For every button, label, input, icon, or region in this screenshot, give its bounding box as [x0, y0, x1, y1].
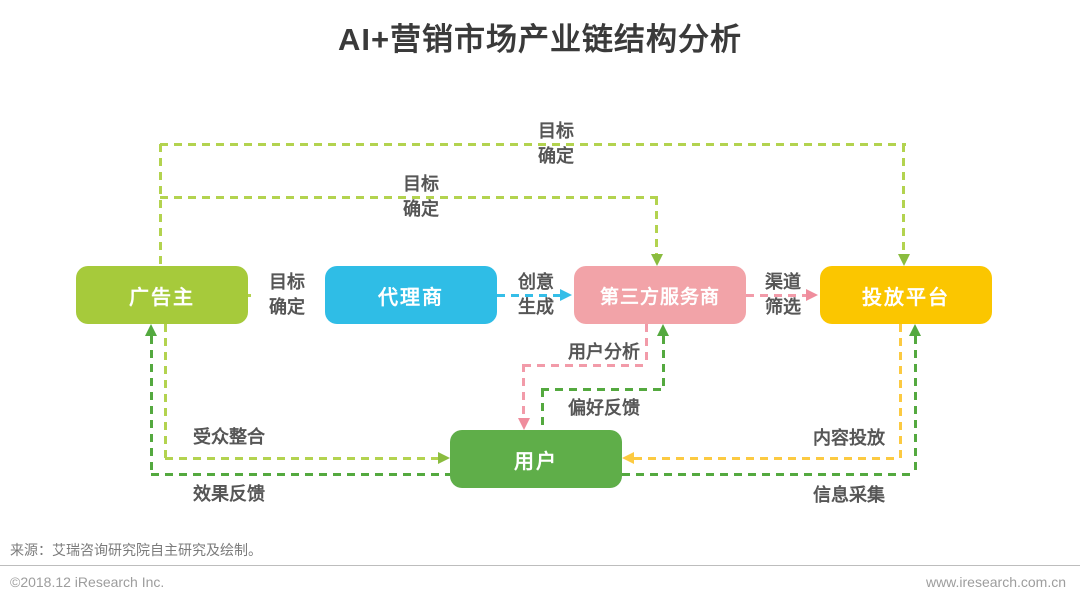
node-platform: 投放平台: [820, 266, 992, 324]
edge-segment: [622, 473, 915, 476]
edge-label-line: 筛选: [765, 297, 801, 317]
arrowhead-left-icon: [622, 452, 634, 464]
arrowhead-down-icon: [898, 254, 910, 266]
edge-label-creative: 创意 生成: [500, 270, 572, 320]
edge-segment: [902, 144, 905, 254]
edge-segment: [914, 336, 917, 474]
arrowhead-down-icon: [651, 254, 663, 266]
edge-label-line: 确定: [403, 199, 439, 219]
edge-label-preference-feedback: 偏好反馈: [568, 398, 640, 418]
edge-label-info-collection: 信息采集: [813, 485, 885, 505]
source-note: 来源：艾瑞咨询研究院自主研究及绘制。: [10, 542, 262, 558]
node-agency-label: 代理商: [378, 286, 444, 309]
node-user: 用户: [450, 430, 622, 488]
node-platform-label: 投放平台: [862, 286, 950, 309]
edge-segment: [160, 143, 906, 146]
edge-segment: [541, 389, 544, 430]
node-advertiser-label: 广告主: [129, 286, 195, 309]
arrowhead-right-icon: [806, 289, 818, 301]
edge-label-user-analysis: 用户分析: [568, 342, 640, 362]
node-third-party: 第三方服务商: [574, 266, 746, 324]
arrowhead-right-icon: [560, 289, 572, 301]
edge-label-goal-mid: 目标 确定: [385, 172, 457, 222]
arrowhead-down-icon: [518, 418, 530, 430]
edge-segment: [541, 388, 664, 391]
edge-label-content-delivery: 内容投放: [813, 428, 885, 448]
copyright-text: ©2018.12 iResearch Inc.: [10, 574, 165, 590]
edge-label-line: 生成: [518, 297, 554, 317]
edge-segment: [746, 294, 806, 297]
edge-segment: [150, 336, 153, 474]
edge-label-effect-feedback: 效果反馈: [193, 484, 265, 504]
edge-segment: [662, 336, 665, 389]
edge-label-goal-left: 目标 确定: [251, 270, 323, 320]
edge-segment: [165, 457, 438, 460]
edge-label-line: 目标: [403, 174, 439, 194]
website-url: www.iresearch.com.cn: [925, 574, 1066, 590]
edge-label-audience-integration: 受众整合: [193, 427, 265, 447]
edge-segment: [634, 457, 900, 460]
edge-label-line: 创意: [518, 272, 554, 292]
edge-segment: [899, 324, 902, 458]
arrowhead-right-icon: [438, 452, 450, 464]
edge-label-channel: 渠道 筛选: [747, 270, 819, 320]
edge-segment: [151, 473, 450, 476]
arrowhead-up-icon: [145, 324, 157, 336]
node-advertiser: 广告主: [76, 266, 248, 324]
node-third-party-label: 第三方服务商: [599, 286, 720, 308]
edge-segment: [159, 144, 162, 266]
edge-segment: [160, 196, 658, 199]
edge-label-line: 目标: [538, 121, 574, 141]
edge-segment: [522, 364, 525, 418]
edge-label-line: 确定: [269, 297, 305, 317]
edge-label-goal-top: 目标 确定: [520, 119, 592, 169]
edge-label-line: 渠道: [765, 272, 801, 292]
footer-divider: [0, 565, 1080, 566]
arrowhead-up-icon: [909, 324, 921, 336]
edge-label-line: 目标: [269, 272, 305, 292]
edge-segment: [645, 324, 648, 365]
node-agency: 代理商: [325, 266, 497, 324]
edge-segment: [523, 364, 647, 367]
node-user-label: 用户: [514, 450, 558, 473]
page-title: AI+营销市场产业链结构分析: [337, 22, 743, 57]
edge-segment: [497, 294, 560, 297]
edge-segment: [164, 324, 167, 458]
arrowhead-up-icon: [657, 324, 669, 336]
edge-label-line: 确定: [538, 146, 574, 166]
edge-segment: [655, 197, 658, 254]
